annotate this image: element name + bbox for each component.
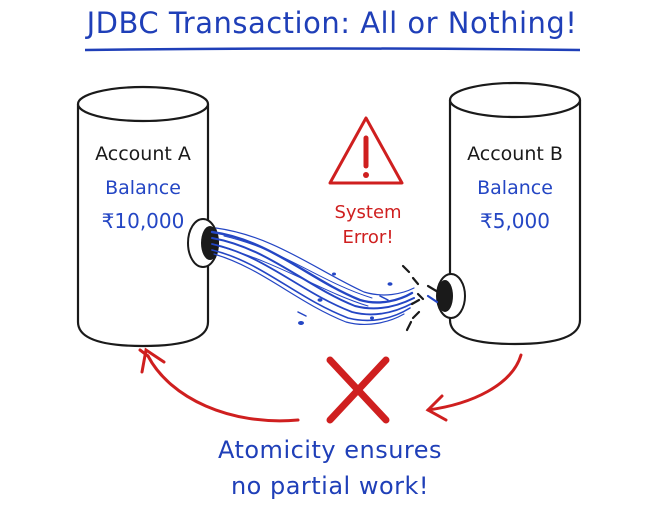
money-flow-stream bbox=[210, 227, 415, 326]
footer-line-1: Atomicity ensures bbox=[217, 436, 443, 464]
database-cylinder-a bbox=[76, 85, 210, 348]
page-title: JDBC Transaction: All or Nothing! bbox=[86, 6, 578, 40]
database-cylinder-b bbox=[448, 81, 582, 346]
error-line-2: Error! bbox=[342, 227, 394, 248]
cross-mark-icon bbox=[326, 356, 390, 424]
account-a-name: Account A bbox=[95, 143, 191, 165]
rollback-arrow-left bbox=[138, 347, 300, 423]
account-b-amount: ₹5,000 bbox=[480, 209, 550, 233]
footer-line-2: no partial work! bbox=[230, 472, 430, 500]
error-line-1: System bbox=[334, 202, 402, 223]
footer-caption: Atomicity ensures no partial work! bbox=[150, 432, 510, 504]
title-underline bbox=[84, 47, 581, 52]
error-message: System Error! bbox=[320, 200, 416, 250]
pipe-inlet-b bbox=[436, 273, 466, 319]
rollback-arrow-right bbox=[425, 353, 523, 422]
pipe-outlet-a bbox=[187, 218, 219, 268]
warning-triangle-icon bbox=[328, 116, 404, 185]
account-b-name: Account B bbox=[467, 143, 563, 165]
account-b-balance-label: Balance bbox=[477, 177, 553, 199]
account-a-amount: ₹10,000 bbox=[101, 209, 185, 233]
account-a-balance-label: Balance bbox=[105, 177, 181, 199]
broken-connection-marks bbox=[401, 264, 440, 332]
